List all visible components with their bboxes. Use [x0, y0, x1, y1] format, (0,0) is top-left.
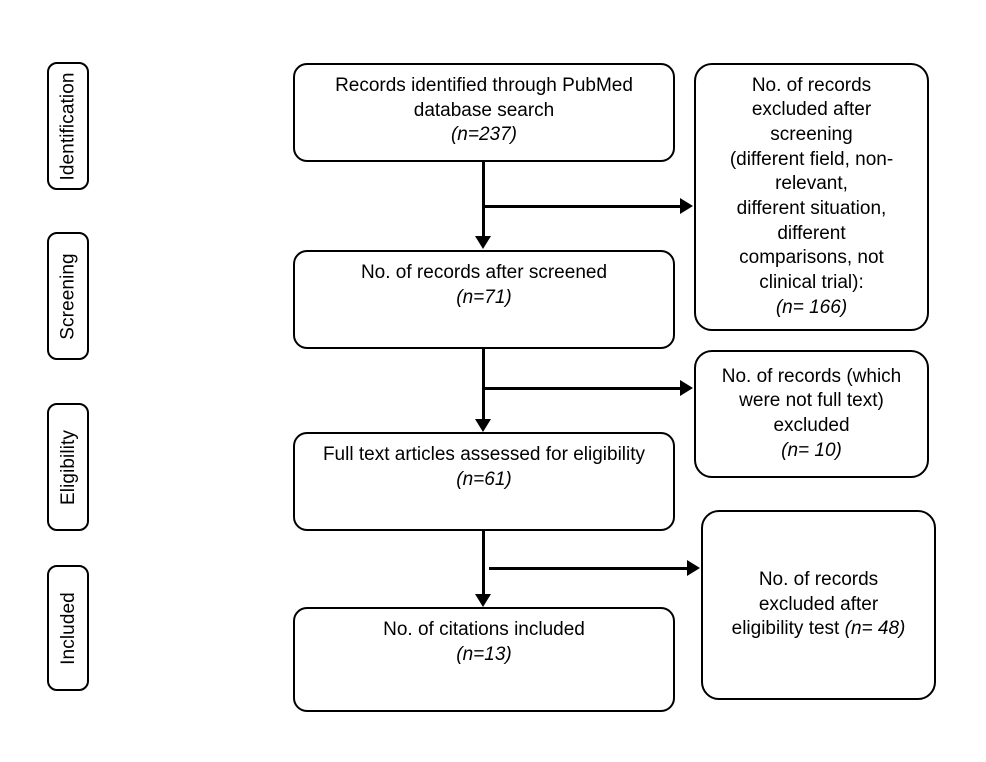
connector-arrowhead-down-2 [475, 419, 491, 432]
line-1: No. of records after screened [360, 262, 608, 283]
flow-box-excluded-not-full-text-text: No. of records (which were not full text… [696, 365, 927, 464]
count-label: (n=237) [450, 124, 518, 146]
stage-label-screening: Screening [57, 252, 79, 340]
count-label: (n=61) [456, 468, 512, 490]
connector-arrowhead-right-3 [687, 560, 700, 576]
stage-box-identification: Identification [47, 62, 89, 190]
connector-arrowhead-right-2 [680, 380, 693, 396]
line-1: No. of citations included [383, 619, 585, 640]
line-1: Full text articles assessed for eligibil… [322, 444, 646, 465]
flow-box-full-text-assessed-text: Full text articles assessed for eligibil… [295, 434, 673, 492]
line-2: excluded after [758, 593, 879, 615]
connector-arrowhead-right-1 [680, 198, 693, 214]
flow-box-records-after-screened: No. of records after screened (n=71) [293, 250, 675, 349]
connector-arrowhead-down-1 [475, 236, 491, 249]
stage-box-screening: Screening [47, 232, 89, 360]
connector-hline-2 [482, 387, 682, 390]
connector-hline-3 [489, 567, 689, 570]
count-label: (n= 10) [781, 439, 842, 461]
line-3: excluded [773, 415, 850, 436]
line-2: excluded after [751, 99, 872, 121]
stage-label-eligibility: Eligibility [57, 429, 79, 505]
stage-label-included: Included [57, 591, 79, 665]
line-1: No. of records (which [721, 365, 902, 387]
connector-vline-3 [482, 531, 485, 594]
connector-vline-1 [482, 162, 485, 236]
line-8: comparisons, not [739, 247, 884, 269]
flow-box-excluded-after-eligibility-text: No. of records excluded after eligibilit… [703, 568, 934, 642]
count-label: (n= 48) [844, 618, 906, 640]
count-label: (n= 166) [775, 296, 848, 318]
flow-box-excluded-after-screening: No. of records excluded after screening … [694, 63, 929, 331]
flow-box-citations-included: No. of citations included (n=13) [293, 607, 675, 712]
stage-label-identification: Identification [57, 71, 79, 181]
line-1: No. of records [758, 568, 879, 590]
flow-box-records-identified-text: Records identified through PubMed databa… [295, 65, 673, 148]
connector-hline-1 [482, 205, 682, 208]
flow-box-records-after-screened-text: No. of records after screened (n=71) [295, 252, 673, 310]
line-6: different situation, [736, 198, 887, 219]
line-1: Records identified through PubMed [335, 75, 633, 96]
count-label: (n=13) [456, 643, 512, 665]
flow-box-excluded-not-full-text: No. of records (which were not full text… [694, 350, 929, 478]
line-9: clinical trial): [759, 272, 864, 294]
flow-box-full-text-assessed: Full text articles assessed for eligibil… [293, 432, 675, 531]
line-3-prefix: eligibility test [731, 618, 845, 640]
connector-vline-2 [482, 349, 485, 419]
flow-box-excluded-after-eligibility: No. of records excluded after eligibilit… [701, 510, 936, 700]
line-2: database search [413, 99, 555, 121]
count-label: (n=71) [456, 286, 512, 308]
line-5: relevant, [775, 173, 848, 195]
stage-box-included: Included [47, 565, 89, 691]
line-3: screening [770, 123, 853, 145]
line-1: No. of records [751, 74, 872, 96]
flow-box-excluded-after-screening-text: No. of records excluded after screening … [696, 74, 927, 321]
connector-arrowhead-down-3 [475, 594, 491, 607]
flow-box-records-identified: Records identified through PubMed databa… [293, 63, 675, 162]
stage-box-eligibility: Eligibility [47, 403, 89, 531]
line-7: different [777, 222, 846, 244]
line-4: (different field, non- [729, 148, 894, 170]
line-2: were not full text) [739, 390, 884, 412]
flow-box-citations-included-text: No. of citations included (n=13) [295, 609, 673, 667]
